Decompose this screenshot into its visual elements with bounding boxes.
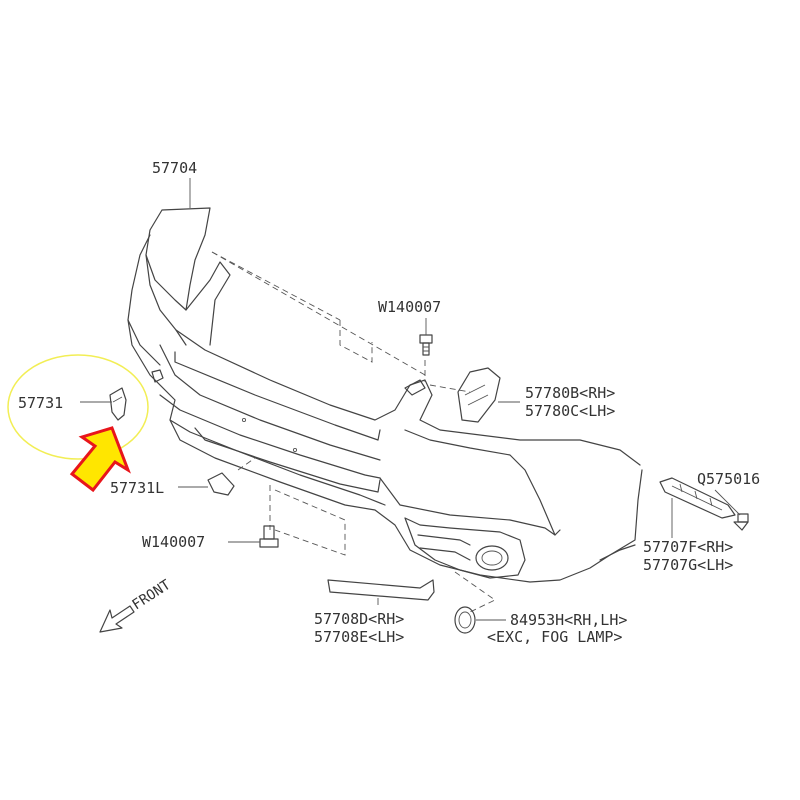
bracket-57780-drawing xyxy=(457,367,501,423)
label-lower-trim-lh: 57708E<LH> xyxy=(314,628,404,646)
label-fog-cover: 84953H<RH,LH> xyxy=(510,611,627,629)
label-lower-trim-rh: 57708D<RH> xyxy=(314,610,404,628)
pointer-arrow xyxy=(69,426,131,493)
label-fog-note: <EXC, FOG LAMP> xyxy=(487,628,622,646)
highlight-circle xyxy=(7,354,149,460)
clip-q575016-drawing xyxy=(733,513,749,531)
leader-lines xyxy=(80,178,741,621)
label-bolt-top: W140007 xyxy=(378,298,441,316)
label-bracket-lh: 57780C<LH> xyxy=(525,402,615,420)
label-clip-q: Q575016 xyxy=(697,470,760,488)
label-clip: 57731 xyxy=(18,394,63,412)
label-side-bracket-rh: 57707F<RH> xyxy=(643,538,733,556)
assembly-guide-lines xyxy=(211,251,496,613)
front-direction-indicator: FRONT xyxy=(99,577,174,633)
side-bracket-57707-drawing xyxy=(659,477,736,519)
clip-57731L-drawing xyxy=(207,472,235,496)
bolt-bottom-drawing xyxy=(259,525,279,548)
front-label: FRONT xyxy=(129,577,174,614)
label-side-bracket-lh: 57707G<LH> xyxy=(643,556,733,574)
front-arrow-icon xyxy=(99,605,135,633)
label-bolt-bottom: W140007 xyxy=(142,533,205,551)
label-bracket-rh: 57780B<RH> xyxy=(525,384,615,402)
lower-trim-57708-drawing xyxy=(327,579,435,601)
fog-cover-84953-drawing xyxy=(454,606,476,634)
label-clip-l: 57731L xyxy=(110,479,164,497)
bolt-top-drawing xyxy=(419,334,433,356)
clip-57731-drawing xyxy=(109,387,127,421)
label-bumper-cover: 57704 xyxy=(152,159,197,177)
